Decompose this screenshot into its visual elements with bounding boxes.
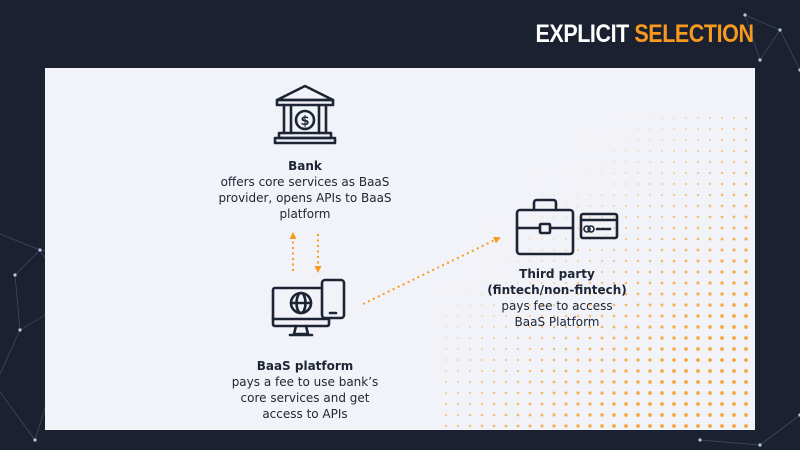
network-line <box>0 391 36 441</box>
network-line <box>14 249 41 276</box>
network-line <box>14 274 21 331</box>
svg-text:$: $ <box>300 114 309 129</box>
network-node <box>13 273 17 277</box>
network-node <box>33 438 37 442</box>
bank-node: Bank offers core services as BaaS provid… <box>205 158 405 222</box>
briefcase-card-icon <box>515 198 619 256</box>
connectors <box>289 232 501 305</box>
network-line <box>0 233 41 251</box>
bank-description-line2: provider, opens APIs to BaaS <box>218 191 392 205</box>
baas-description-line3: access to APIs <box>262 407 348 421</box>
network-node <box>758 58 762 62</box>
bank-title: Bank <box>288 159 322 173</box>
network-node <box>698 438 702 442</box>
network-node <box>38 248 42 252</box>
network-line <box>744 14 781 31</box>
network-line <box>779 29 800 71</box>
third-party-description-line1: pays fee to access <box>501 299 613 313</box>
network-node <box>758 443 762 447</box>
bank-description-line1: offers core services as BaaS <box>220 175 390 189</box>
network-node <box>778 28 782 32</box>
bank-icon: $ <box>273 84 337 145</box>
baas-description-line2: core services and get <box>240 391 370 405</box>
baas-title: BaaS platform <box>256 359 354 373</box>
third-party-subtitle: (fintech/non-fintech) <box>487 283 627 297</box>
network-line <box>759 29 781 61</box>
logo-word-explicit: EXPLICIT <box>535 20 630 48</box>
network-line <box>699 439 761 446</box>
network-node <box>18 328 22 332</box>
computer-tablet-icon <box>271 278 346 337</box>
third-party-title: Third party <box>519 267 595 281</box>
brand-logo: EXPLICIT SELECTION <box>536 20 754 49</box>
diagram-panel: $ Bank offers core services as BaaS prov… <box>45 68 755 430</box>
logo-word-selection: SELECTION <box>634 20 755 48</box>
third-party-description-line2: BaaS Platform <box>514 315 600 329</box>
network-node <box>743 13 747 17</box>
third-party-node: Third party (fintech/non-fintech) pays f… <box>457 266 657 330</box>
baas-node: BaaS platform pays a fee to use bank’s c… <box>205 358 405 422</box>
network-line <box>744 14 761 61</box>
network-line <box>0 329 21 375</box>
network-line <box>759 414 800 446</box>
baas-description-line1: pays a fee to use bank’s <box>231 375 379 389</box>
bank-description-line3: platform <box>279 207 331 221</box>
